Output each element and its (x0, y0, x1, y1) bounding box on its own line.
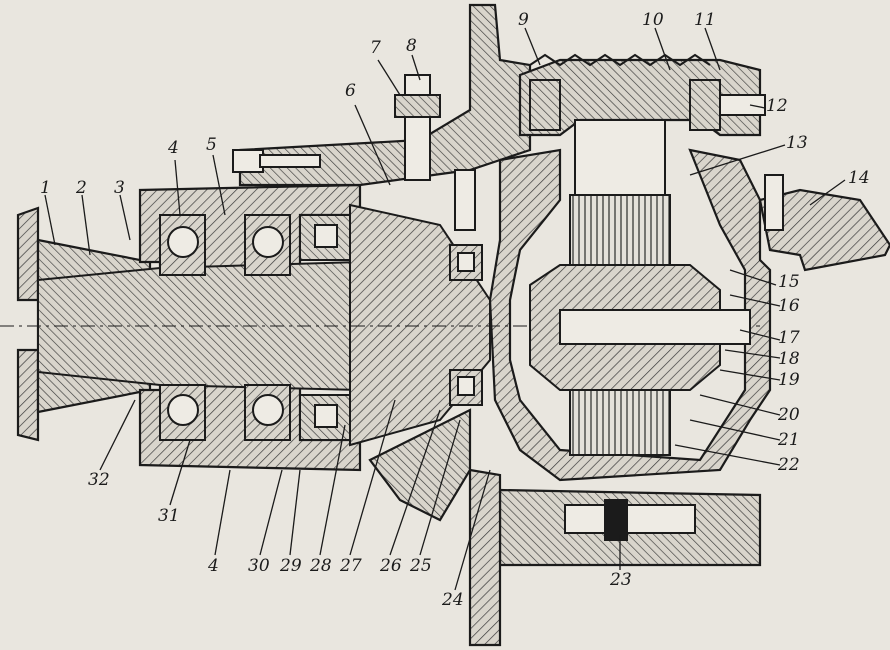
lower-rib (368, 408, 472, 522)
callout-25: 25 (410, 556, 432, 576)
callout-11: 11 (694, 10, 716, 30)
upper-cover (238, 3, 532, 187)
callout-19: 19 (778, 370, 800, 390)
ball-bearing (252, 394, 284, 426)
callout-6: 6 (345, 81, 356, 101)
mounting-plate (468, 468, 502, 647)
callout-28: 28 (310, 556, 332, 576)
callout-8: 8 (406, 36, 417, 56)
bolts (232, 74, 784, 231)
drive-flange (16, 206, 40, 442)
right-bracket (758, 188, 890, 272)
callout-32: 32 (88, 470, 110, 490)
vertical-shaft (574, 119, 666, 196)
cross-pin (559, 309, 751, 345)
callout-5: 5 (206, 135, 217, 155)
callout-30: 30 (248, 556, 270, 576)
callout-7: 7 (370, 38, 381, 58)
side-gear-lower (569, 384, 671, 456)
ball-bearing (252, 226, 284, 258)
callout-31: 31 (158, 506, 180, 526)
leader-lines (44, 27, 846, 591)
callout-18: 18 (778, 349, 800, 369)
ring-gear-teeth (529, 53, 711, 67)
callout-3: 3 (114, 178, 125, 198)
callout-20: 20 (778, 405, 800, 425)
differential-case (488, 148, 772, 482)
callout-9: 9 (518, 10, 529, 30)
bearings (159, 214, 483, 441)
callout-15: 15 (778, 272, 800, 292)
callout-4-lower: 4 (208, 556, 219, 576)
callout-29: 29 (280, 556, 302, 576)
callout-10: 10 (642, 10, 664, 30)
callout-27: 27 (340, 556, 362, 576)
callout-4: 4 (168, 138, 179, 158)
callout-1: 1 (40, 178, 51, 198)
callout-13: 13 (786, 133, 808, 153)
callout-12: 12 (766, 96, 788, 116)
callout-23: 23 (610, 570, 632, 590)
side-gear-upper (569, 194, 671, 266)
ball-bearing (167, 394, 199, 426)
stud-bolt (404, 74, 431, 181)
callout-2: 2 (76, 178, 87, 198)
lower-gear-bolt (564, 504, 696, 534)
callout-21: 21 (778, 430, 800, 450)
ball-bearing (167, 226, 199, 258)
callout-26: 26 (380, 556, 402, 576)
callout-16: 16 (778, 296, 800, 316)
callout-22: 22 (778, 455, 800, 475)
differential-internals (529, 53, 766, 541)
pinion-gear (349, 203, 491, 447)
callout-24: 24 (442, 590, 464, 610)
callout-17: 17 (778, 328, 800, 348)
callout-14: 14 (848, 168, 870, 188)
